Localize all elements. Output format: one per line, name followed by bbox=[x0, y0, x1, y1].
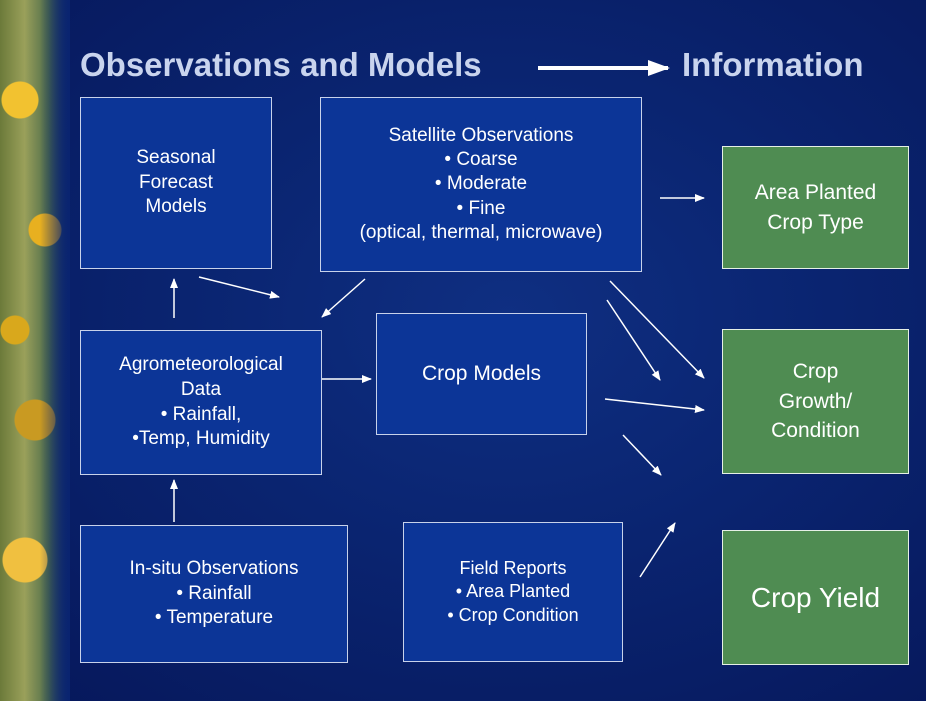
box-agromet-line-4: •Temp, Humidity bbox=[132, 428, 270, 450]
box-satellite-line-1: Satellite Observations bbox=[388, 124, 574, 146]
output-crop-growth-condition: Crop Growth/ Condition bbox=[722, 329, 909, 474]
box-insitu-line-3: • Temperature bbox=[154, 607, 274, 629]
box-crop-models: Crop Models bbox=[376, 313, 587, 435]
box-seasonal-line-3: Models bbox=[145, 196, 207, 218]
arrow-crop-models-to-yield bbox=[622, 434, 662, 476]
output-yield-label: Crop Yield bbox=[750, 581, 881, 613]
output-growth-line-2: Growth/ bbox=[778, 389, 853, 413]
box-insitu-line-1: In-situ Observations bbox=[129, 557, 299, 579]
box-agromet-line-1: Agrometeorological bbox=[119, 354, 283, 376]
box-satellite-line-2: • Coarse bbox=[444, 149, 518, 171]
box-seasonal-forecast-models: Seasonal Forecast Models bbox=[80, 97, 272, 269]
box-agromet-line-2: Data bbox=[180, 378, 222, 400]
box-satellite-line-4: • Fine bbox=[456, 197, 506, 219]
output-growth-line-3: Condition bbox=[771, 419, 860, 443]
arrow-crop-models-to-growth bbox=[604, 398, 705, 413]
output-growth-line-1: Crop bbox=[792, 360, 839, 384]
box-seasonal-line-2: Forecast bbox=[139, 171, 213, 193]
box-field-line-2: • Area Planted bbox=[455, 581, 571, 602]
arrow-satellite-to-growth-b bbox=[606, 299, 661, 381]
output-area-line-1: Area Planted bbox=[754, 181, 877, 205]
box-field-reports: Field Reports • Area Planted • Crop Cond… bbox=[403, 522, 623, 662]
arrow-seasonal-to-center bbox=[198, 276, 280, 299]
arrow-satellite-to-agromet bbox=[321, 278, 366, 318]
box-crop-models-label: Crop Models bbox=[421, 362, 542, 386]
sunflower-photo-strip bbox=[0, 0, 70, 701]
box-agrometeorological-data: Agrometeorological Data • Rainfall, •Tem… bbox=[80, 330, 322, 475]
box-in-situ-observations: In-situ Observations • Rainfall • Temper… bbox=[80, 525, 348, 663]
box-insitu-line-2: • Rainfall bbox=[176, 582, 252, 604]
box-field-line-1: Field Reports bbox=[459, 557, 567, 578]
title-right: Information bbox=[682, 46, 864, 83]
box-satellite-line-5: (optical, thermal, microwave) bbox=[359, 221, 603, 243]
box-agromet-line-3: • Rainfall, bbox=[160, 403, 242, 425]
arrow-satellite-to-growth-a bbox=[609, 280, 705, 379]
box-satellite-observations: Satellite Observations • Coarse • Modera… bbox=[320, 97, 642, 272]
title-left: Observations and Models bbox=[80, 46, 482, 83]
box-field-line-3: • Crop Condition bbox=[447, 604, 579, 625]
output-area-planted-crop-type: Area Planted Crop Type bbox=[722, 146, 909, 269]
arrow-field-to-yield bbox=[639, 522, 676, 578]
box-satellite-line-3: • Moderate bbox=[434, 173, 528, 195]
box-seasonal-line-1: Seasonal bbox=[136, 146, 216, 168]
output-crop-yield: Crop Yield bbox=[722, 530, 909, 665]
output-area-line-2: Crop Type bbox=[767, 210, 864, 234]
